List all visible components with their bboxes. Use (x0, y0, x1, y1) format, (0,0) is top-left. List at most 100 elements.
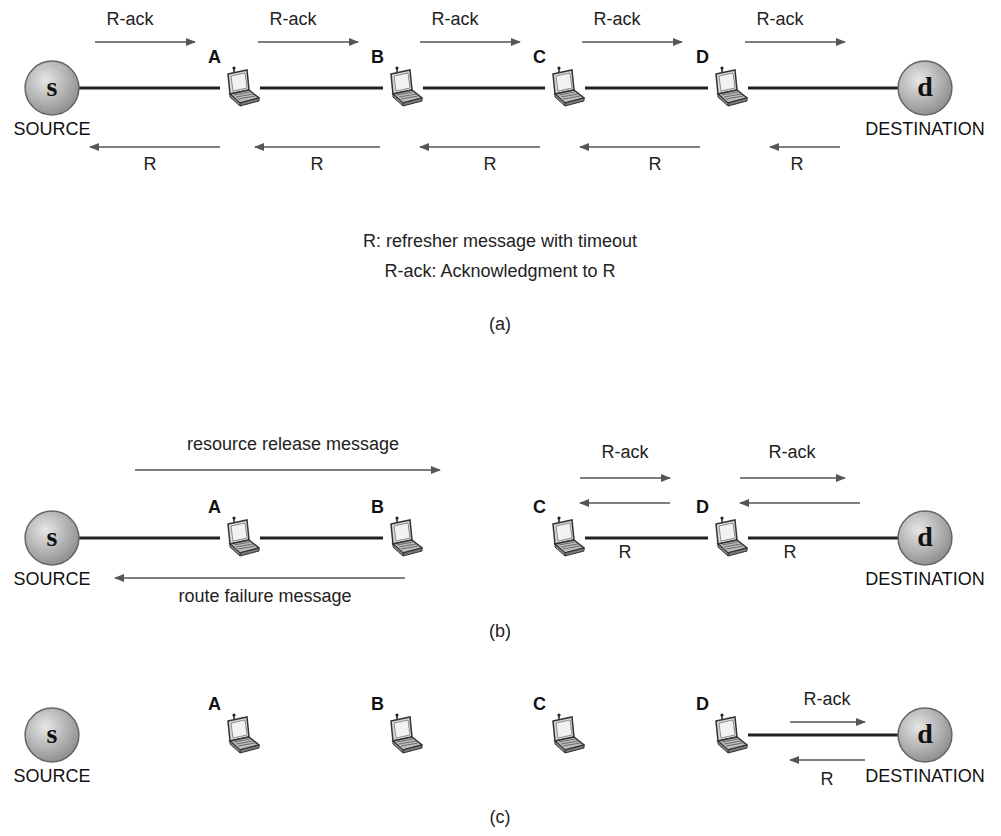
message-label: R-ack (768, 443, 815, 463)
node-letter: s (47, 720, 58, 748)
refresh-arrow (790, 759, 865, 761)
route-link (79, 537, 220, 540)
endpoint-circle: sSOURCE (24, 707, 80, 763)
ack-arrow (420, 41, 520, 43)
laptop-icon (545, 713, 585, 757)
mobile-node: A (220, 713, 260, 757)
endpoint-circle: sSOURCE (24, 60, 80, 116)
laptop-icon (545, 66, 585, 110)
mobile-node: C (545, 66, 585, 110)
route-link (260, 87, 383, 90)
message-label: R (821, 770, 834, 790)
mobile-node: D (708, 713, 748, 757)
laptop-picture (391, 713, 422, 753)
message-label: R-ack (803, 690, 850, 710)
message-label: R-ack (431, 10, 478, 30)
endpoint-circle: dDESTINATION (897, 707, 953, 763)
message-label: R (791, 155, 804, 175)
sphere-outline (25, 708, 79, 762)
message-label: R-ack (106, 10, 153, 30)
laptop-picture (391, 516, 422, 556)
laptop-icon (220, 713, 260, 757)
definition-text: R-ack: Acknowledgment to R (384, 262, 615, 282)
laptop-picture (391, 66, 422, 106)
node-caption: DESTINATION (865, 570, 985, 590)
laptop-picture (553, 516, 584, 556)
node-letter: d (917, 720, 933, 748)
route-link (585, 87, 708, 90)
mobile-node: C (545, 516, 585, 560)
laptop-picture (716, 713, 747, 753)
node-name: D (696, 498, 709, 516)
refresh-arrow (580, 146, 700, 148)
laptop-icon (383, 713, 423, 757)
laptop-picture (553, 66, 584, 106)
message-label: R-ack (593, 10, 640, 30)
node-name: B (371, 48, 384, 66)
node-caption: SOURCE (13, 120, 90, 140)
definition-text: R: refresher message with timeout (363, 232, 637, 252)
endpoint-circle: sSOURCE (24, 510, 80, 566)
laptop-icon (220, 516, 260, 560)
mobile-node: A (220, 66, 260, 110)
node-name: A (208, 498, 221, 516)
message-label: R (311, 155, 324, 175)
route-link (585, 537, 708, 540)
message-label: R (144, 155, 157, 175)
node-name: B (371, 695, 384, 713)
laptop-icon (708, 713, 748, 757)
mobile-node: B (383, 66, 423, 110)
ack-arrow (740, 477, 845, 479)
node-name: D (696, 48, 709, 66)
laptop-icon (220, 66, 260, 110)
laptop-icon (383, 66, 423, 110)
panel-caption: (a) (489, 315, 511, 335)
node-name: C (533, 48, 546, 66)
node-name: C (533, 695, 546, 713)
refresh-arrow (580, 502, 670, 504)
node-name: C (533, 498, 546, 516)
panel-caption: (b) (489, 622, 511, 642)
sphere-outline (25, 511, 79, 565)
refresh-arrow (255, 146, 380, 148)
laptop-picture (228, 66, 259, 106)
message-label: R (649, 155, 662, 175)
endpoint-circle: dDESTINATION (897, 60, 953, 116)
laptop-picture (716, 66, 747, 106)
sphere-outline (898, 511, 952, 565)
refresh-arrow (420, 146, 540, 148)
node-letter: d (917, 523, 933, 551)
sphere-outline (898, 708, 952, 762)
message-label: R (619, 543, 632, 563)
laptop-picture (228, 516, 259, 556)
failure-arrow (115, 577, 405, 579)
sphere-outline (25, 61, 79, 115)
message-label: R-ack (269, 10, 316, 30)
route-link (79, 87, 220, 90)
laptop-picture (228, 713, 259, 753)
message-label: R (484, 155, 497, 175)
node-caption: DESTINATION (865, 767, 985, 787)
mobile-node: C (545, 713, 585, 757)
ack-arrow (580, 477, 670, 479)
route-link (748, 537, 898, 540)
mobile-node: D (708, 516, 748, 560)
refresh-arrow (770, 146, 840, 148)
mobile-node: D (708, 66, 748, 110)
route-link (748, 87, 898, 90)
node-name: D (696, 695, 709, 713)
ack-arrow (582, 41, 682, 43)
panel-caption: (c) (490, 808, 511, 828)
node-caption: SOURCE (13, 767, 90, 787)
node-letter: s (47, 73, 58, 101)
laptop-icon (708, 66, 748, 110)
ack-arrow (258, 41, 358, 43)
route-link (423, 87, 545, 90)
laptop-icon (545, 516, 585, 560)
refresh-arrow (90, 146, 220, 148)
laptop-icon (708, 516, 748, 560)
mobile-node: A (220, 516, 260, 560)
